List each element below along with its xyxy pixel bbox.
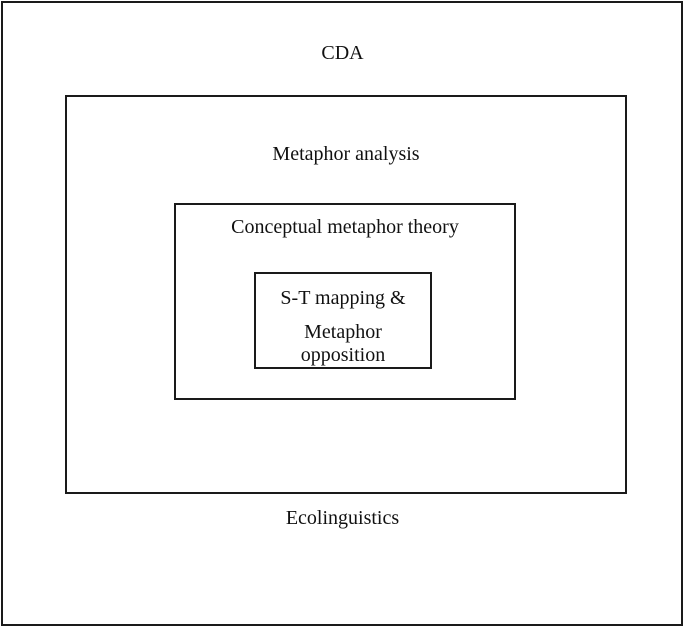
conceptual-metaphor-theory-label: Conceptual metaphor theory: [231, 216, 459, 238]
ecolinguistics-label: Ecolinguistics: [285, 507, 400, 529]
st-mapping-box: [254, 272, 432, 369]
cda-label: CDA: [321, 42, 364, 64]
st-mapping-label-line3: opposition: [300, 344, 386, 366]
metaphor-analysis-box: [65, 95, 627, 494]
conceptual-metaphor-theory-box: [174, 203, 516, 400]
st-mapping-label-line1: S-T mapping &: [280, 287, 406, 309]
st-mapping-label-line2: Metaphor: [304, 321, 382, 343]
metaphor-analysis-label: Metaphor analysis: [272, 143, 420, 165]
